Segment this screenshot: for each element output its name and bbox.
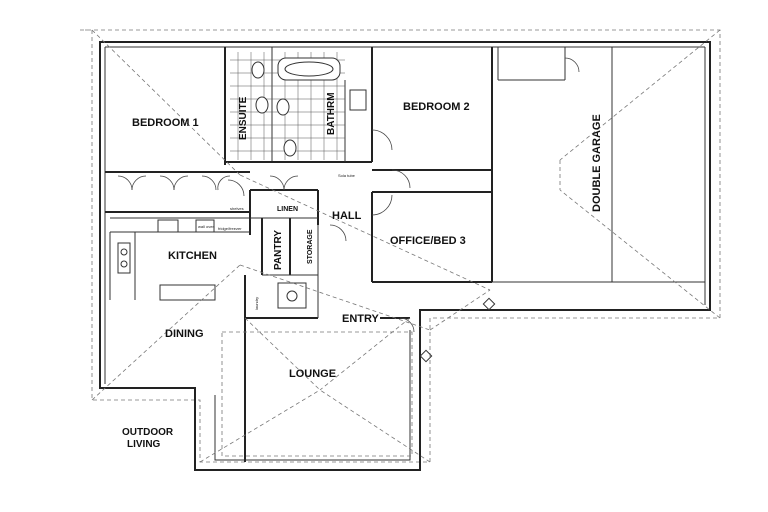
room-label-dining: DINING	[165, 328, 204, 340]
room-label-living: LIVING	[127, 439, 161, 450]
label-shelves: shelves	[230, 206, 244, 211]
room-label-double-garage: DOUBLE GARAGE	[591, 114, 603, 212]
room-label-office-bed3: OFFICE/BED 3	[390, 235, 466, 247]
room-label-storage: STORAGE	[307, 229, 314, 264]
room-label-kitchen: KITCHEN	[168, 250, 217, 262]
label-solar-tube: Sola tube	[338, 173, 356, 178]
room-label-bathroom: BATHRM	[326, 92, 337, 135]
room-label-linen: LINEN	[277, 206, 298, 213]
room-label-lounge: LOUNGE	[289, 368, 336, 380]
meter-markers	[419, 297, 496, 363]
bathroom-fixtures	[251, 57, 367, 157]
room-label-outdoor: OUTDOOR	[122, 427, 174, 438]
room-label-entry: ENTRY	[342, 313, 380, 325]
room-label-bedroom2: BEDROOM 2	[403, 101, 470, 113]
room-label-hall: HALL	[332, 210, 362, 222]
roof-outline	[80, 29, 721, 463]
room-label-pantry: PANTRY	[273, 230, 284, 270]
lounge-ceiling-outline	[221, 331, 413, 457]
label-laundry: laundry	[254, 297, 259, 310]
label-wall-oven: wall oven	[198, 224, 215, 229]
door-swings	[227, 57, 580, 333]
external-walls	[99, 41, 711, 471]
wardrobe-doors	[117, 175, 299, 191]
room-label-ensuite: ENSUITE	[238, 96, 249, 140]
kitchen-fixtures	[117, 219, 307, 309]
room-label-bedroom1: BEDROOM 1	[132, 117, 199, 129]
label-fridge-freezer: fridge/freezer	[218, 226, 242, 231]
